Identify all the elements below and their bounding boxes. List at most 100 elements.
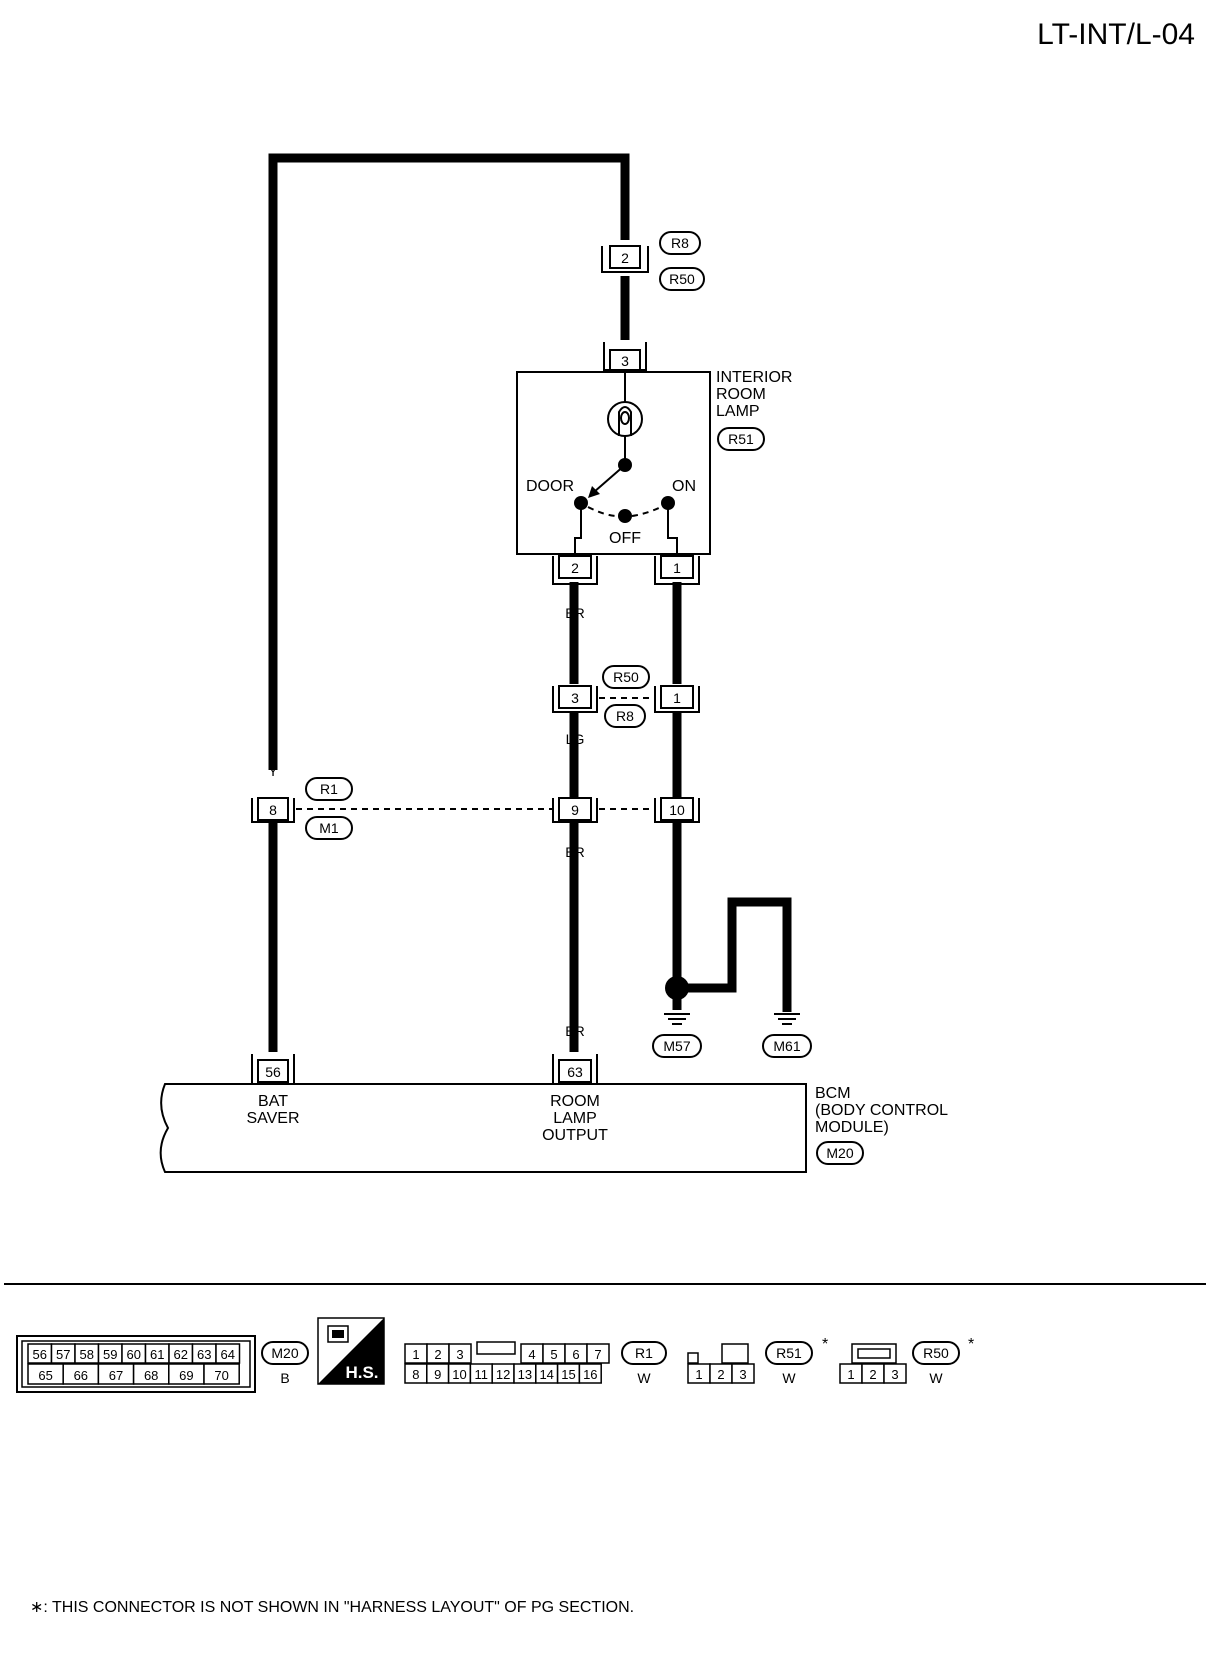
pin-number: 14 (539, 1367, 553, 1382)
pin-number: 59 (103, 1347, 117, 1362)
connector-id: R8 (671, 235, 689, 251)
pin-label: 1 (673, 690, 681, 706)
wire-color-label: LG (566, 731, 585, 747)
pin-label: 56 (265, 1064, 281, 1080)
pin-number: 9 (434, 1367, 441, 1382)
ground-id: M61 (773, 1038, 800, 1054)
bcm-id: M20 (826, 1145, 853, 1161)
connector-r8-r50-top: 2 R8 R50 (601, 231, 705, 291)
hs-label: H.S. (345, 1363, 378, 1382)
pin-label: 3 (571, 690, 579, 706)
wire-color-label: BR (565, 844, 584, 860)
connector-r50-r8-mid: 3 1 R50 R8 (552, 665, 700, 728)
pin-number: 7 (594, 1347, 601, 1362)
pin-number: 12 (496, 1367, 510, 1382)
ground-m61: M61 (762, 1013, 812, 1058)
wire-color-label: Y (620, 291, 630, 307)
terminal-label: LAMP (553, 1110, 597, 1127)
pin-cell (448, 1343, 472, 1364)
connector-id: R8 (616, 708, 634, 724)
pin-number: 70 (214, 1368, 228, 1383)
wire-color-label: B (727, 941, 736, 957)
lamp-name-line: LAMP (716, 403, 760, 420)
pin-number: 6 (572, 1347, 579, 1362)
terminal-label: BAT (258, 1093, 288, 1110)
connector-r1-m1: 8 9 10 R1 M1 (251, 777, 700, 840)
pin-label: 9 (571, 802, 579, 818)
terminal-label: ROOM (550, 1093, 600, 1110)
off-contact (618, 509, 632, 523)
connector-id: R50 (669, 271, 695, 287)
pin-cell (578, 1363, 602, 1384)
connector-id: R50 (923, 1345, 949, 1361)
bcm-name-line: BCM (815, 1085, 851, 1102)
footnote: ∗: THIS CONNECTOR IS NOT SHOWN IN "HARNE… (30, 1599, 634, 1616)
bcm-name-line: MODULE) (815, 1119, 889, 1136)
wire-color-label: BR (565, 1023, 584, 1039)
connector-color: W (929, 1370, 943, 1386)
lamp-name-line: INTERIOR (716, 369, 792, 386)
wiring (268, 153, 792, 1052)
wire-y-loop (268, 153, 630, 770)
pin-label: 3 (621, 353, 629, 369)
pin-number: 58 (80, 1347, 94, 1362)
pin-number: 2 (869, 1367, 876, 1382)
lamp-id: R51 (728, 431, 754, 447)
lamp-body (516, 371, 711, 555)
connector-id: M1 (319, 820, 339, 836)
connector-color: W (782, 1370, 796, 1386)
wire-color-label: R (268, 844, 278, 860)
pin-label: 1 (673, 560, 681, 576)
pin-number: 5 (550, 1347, 557, 1362)
pin-number: 64 (221, 1347, 235, 1362)
wire-color-label: BR (565, 605, 584, 621)
pin-cell (883, 1363, 907, 1384)
on-label: ON (672, 478, 696, 495)
pin-number: 11 (475, 1367, 489, 1382)
ground-id: M57 (663, 1038, 690, 1054)
pin-number: 62 (174, 1347, 188, 1362)
pin-number: 61 (150, 1347, 164, 1362)
pin-number: 2 (434, 1347, 441, 1362)
pin-number: 60 (127, 1347, 141, 1362)
wire-b-ground-m61 (677, 897, 792, 1012)
pin-number: 3 (891, 1367, 898, 1382)
lamp-name-line: ROOM (716, 386, 766, 403)
terminal-label: OUTPUT (542, 1127, 608, 1144)
bcm-body (159, 1083, 807, 1173)
wire-color-label: B (672, 605, 681, 621)
wire-color-label: B (672, 731, 681, 747)
pin-number: 16 (583, 1367, 597, 1382)
pin-number: 2 (717, 1367, 724, 1382)
wire-color-label: B (672, 844, 681, 860)
pin-number: 67 (109, 1368, 123, 1383)
pin-number: 63 (197, 1347, 211, 1362)
connector-id: R1 (320, 781, 338, 797)
pin-cell (731, 1363, 755, 1384)
pin-label: 2 (571, 560, 579, 576)
bcm-module: 56 63 BAT SAVER ROOM LAMP OUTPUT BCM (BO… (159, 1054, 948, 1173)
pin-number: 1 (412, 1347, 419, 1362)
bcm-name-line: (BODY CONTROL (815, 1102, 948, 1119)
asterisk-mark: * (822, 1336, 828, 1353)
pin-number: 57 (56, 1347, 70, 1362)
pin-number: 3 (739, 1367, 746, 1382)
door-label: DOOR (526, 478, 574, 495)
pin-number: 56 (33, 1347, 47, 1362)
wire-color-label: Y (268, 763, 278, 779)
pin-label: 10 (669, 802, 685, 818)
pin-label: 63 (567, 1064, 583, 1080)
wire-color-label: B (672, 941, 681, 957)
switch-arm (593, 464, 626, 493)
pin-label: 8 (269, 802, 277, 818)
connector-id: R50 (613, 669, 639, 685)
pin-number: 68 (144, 1368, 158, 1383)
page-id: LT-INT/L-04 (1037, 18, 1195, 51)
pin-number: 15 (561, 1367, 575, 1382)
legend-hs: H.S. (317, 1317, 385, 1385)
pin-number: 3 (456, 1347, 463, 1362)
pin-number: 65 (38, 1368, 52, 1383)
